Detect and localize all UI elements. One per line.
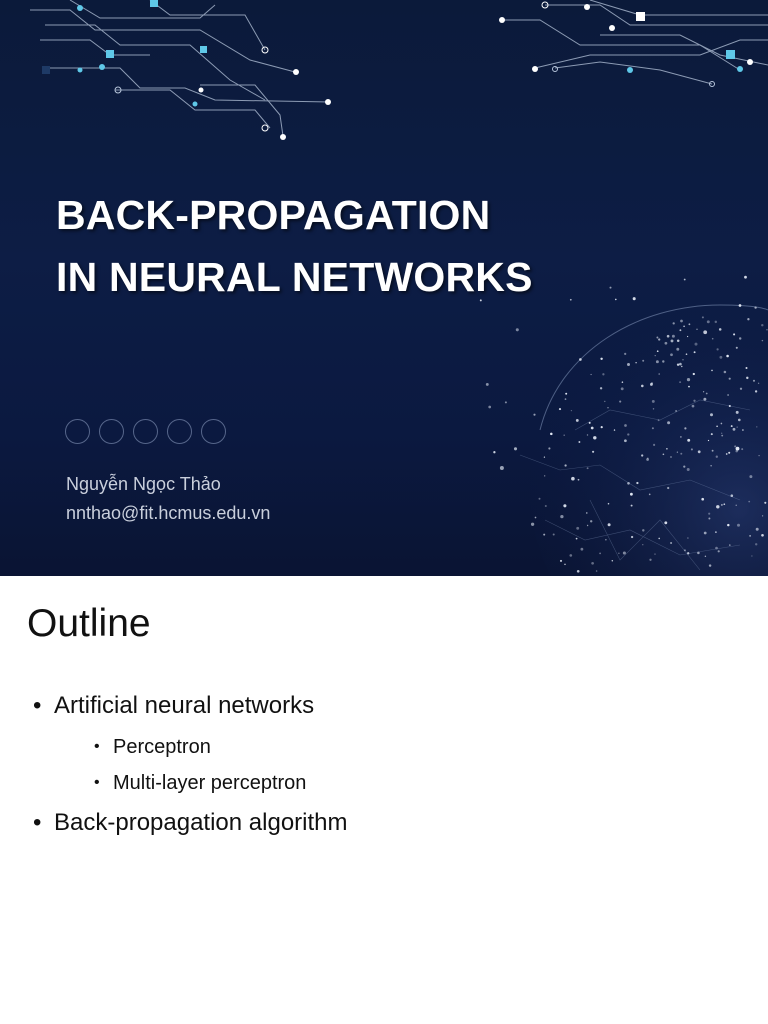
title-slide: BACK-PROPAGATION IN NEURAL NETWORKS Nguy… — [0, 0, 768, 576]
bullet-icon: • — [33, 692, 42, 719]
author-name: Nguyễn Ngọc Thảo — [66, 474, 221, 494]
circuit-left-icon — [30, 0, 331, 137]
outline-item-label: Back-propagation algorithm — [54, 809, 348, 836]
bullet-icon: • — [94, 774, 100, 791]
author-email: nnthao@fit.hcmus.edu.vn — [66, 503, 271, 523]
decorative-circle-icon — [201, 419, 226, 444]
circuit-right-icon — [500, 0, 768, 85]
decorative-circle-icon — [133, 419, 158, 444]
slide-title-line-2: IN NEURAL NETWORKS — [56, 254, 533, 300]
decorative-circle-icon — [65, 419, 90, 444]
outline-item: • Artificial neural networks • Perceptro… — [33, 690, 348, 801]
outline-sublist: • Perceptron • Multi-layer perceptron — [54, 729, 348, 801]
decorative-circles — [65, 419, 226, 444]
decorative-circle-icon — [99, 419, 124, 444]
circuit-left-nodes-icon — [42, 0, 331, 140]
outline-subitem-label: Perceptron — [113, 736, 211, 758]
circuit-right-nodes-icon — [499, 1, 753, 87]
author-block: Nguyễn Ngọc Thảo nnthao@fit.hcmus.edu.vn — [66, 470, 270, 528]
outline-subitem: • Perceptron — [54, 729, 348, 765]
outline-list: • Artificial neural networks • Perceptro… — [33, 690, 348, 839]
bullet-icon: • — [94, 738, 100, 755]
decorative-circle-icon — [167, 419, 192, 444]
slide-title-line-1: BACK-PROPAGATION — [56, 192, 491, 238]
outline-item: • Back-propagation algorithm — [33, 807, 348, 839]
outline-slide: Outline • Artificial neural networks • P… — [0, 576, 768, 1024]
background-artwork — [30, 0, 768, 576]
slide-title: BACK-PROPAGATION IN NEURAL NETWORKS — [56, 184, 533, 308]
bullet-icon: • — [33, 809, 42, 836]
outline-title: Outline — [27, 602, 151, 645]
outline-subitem: • Multi-layer perceptron — [54, 765, 348, 801]
globe-icon — [479, 275, 768, 576]
outline-subitem-label: Multi-layer perceptron — [113, 772, 307, 794]
outline-item-label: Artificial neural networks — [54, 692, 315, 719]
